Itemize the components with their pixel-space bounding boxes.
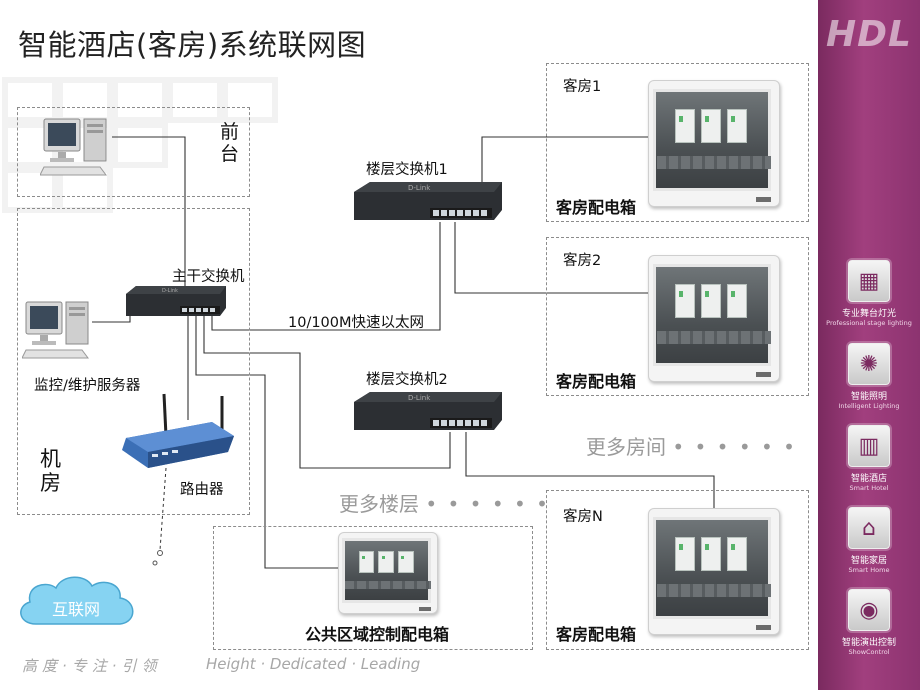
internet-cloud-icon (20, 576, 134, 625)
more-floors-dots: • • • • • • (425, 492, 550, 516)
svg-text:D-Link: D-Link (408, 394, 431, 402)
sidebar-item-sublabel: Professional stage lighting (826, 319, 912, 327)
machine-room-label: 机房 (40, 447, 61, 496)
room1-zone (546, 63, 809, 222)
sidebar-item-smart-home[interactable]: ⌂ 智能家居 Smart Home (824, 507, 914, 574)
roomN-box-label: 客房配电箱 (556, 625, 637, 644)
more-rooms-text: 更多房间 (586, 435, 666, 459)
sidebar-item-label: 智能照明 (850, 392, 887, 402)
more-rooms-dots: • • • • • • (672, 435, 797, 459)
room1-box-label: 客房配电箱 (556, 198, 637, 217)
public-box-label: 公共区域控制配电箱 (305, 625, 450, 644)
sidebar-item-label: 智能家居 (850, 556, 887, 566)
room1-distribution-box (648, 80, 780, 207)
hotel-icon: ▥ (848, 425, 890, 467)
room1-label: 客房1 (563, 79, 602, 95)
front-desk-computer-icon (40, 118, 107, 176)
server-computer-icon (22, 301, 89, 359)
public-area-zone (213, 526, 533, 650)
floor-switch1-label: 楼层交换机1 (366, 162, 448, 178)
router-label: 路由器 (180, 482, 224, 498)
machine-room-zone (17, 208, 250, 515)
sidebar-item-sublabel: Smart Home (848, 566, 890, 574)
stage-lighting-icon: ▦ (848, 260, 890, 302)
room2-zone (546, 237, 809, 396)
svg-text:D-Link: D-Link (162, 288, 178, 294)
more-rooms-label: 更多房间 • • • • • • (586, 431, 797, 460)
footer-slogan-en: Height · Dedicated · Leading (206, 655, 421, 673)
show-control-icon: ◉ (848, 589, 890, 631)
more-floors-text: 更多楼层 (339, 492, 419, 516)
home-icon: ⌂ (848, 507, 890, 549)
page-title: 智能酒店(客房)系统联网图 (18, 28, 367, 62)
core-switch-icon: D-Link (126, 286, 226, 316)
public-distribution-box (338, 532, 438, 614)
floor-switch1-icon: D-Link (354, 182, 502, 220)
more-floors-label: 更多楼层 • • • • • • (339, 488, 550, 517)
sidebar-item-sublabel: Intelligent Lighting (838, 402, 900, 410)
sidebar-item-label: 智能演出控制 (841, 638, 896, 648)
link-speed-label: 10/100M快速以太网 (288, 315, 425, 331)
server-label: 监控/维护服务器 (34, 378, 141, 394)
room2-label: 客房2 (563, 253, 602, 269)
internet-label: 互联网 (52, 600, 101, 619)
sidebar-item-sublabel: ShowControl (848, 648, 890, 656)
sidebar-item-stage-lighting[interactable]: ▦ 专业舞台灯光 Professional stage lighting (824, 260, 914, 327)
router-icon (122, 393, 234, 468)
footer-slogan-zh: 高度·专注·引领 (22, 657, 162, 675)
room2-box-label: 客房配电箱 (556, 372, 637, 391)
sidebar-item-label: 专业舞台灯光 (841, 309, 896, 319)
core-switch-label: 主干交换机 (172, 269, 245, 285)
sidebar-item-show-control[interactable]: ◉ 智能演出控制 ShowControl (824, 589, 914, 656)
front-desk-label: 前台 (220, 121, 240, 165)
sidebar-item-sublabel: Smart Hotel (849, 484, 889, 492)
roomN-label: 客房N (563, 509, 603, 525)
room2-distribution-box (648, 255, 780, 382)
svg-text:D-Link: D-Link (408, 184, 431, 192)
roomN-zone (546, 490, 809, 650)
floor-switch2-label: 楼层交换机2 (366, 372, 448, 388)
hdl-logo: HDL (826, 14, 912, 55)
sidebar-item-label: 智能酒店 (850, 474, 887, 484)
floor-switch2-icon: D-Link (354, 392, 502, 430)
sidebar-item-smart-hotel[interactable]: ▥ 智能酒店 Smart Hotel (824, 425, 914, 492)
front-desk-zone (17, 107, 250, 197)
light-bulb-icon: ✺ (848, 343, 890, 385)
sidebar-item-intelligent-lighting[interactable]: ✺ 智能照明 Intelligent Lighting (824, 343, 914, 410)
roomN-distribution-box (648, 508, 780, 635)
